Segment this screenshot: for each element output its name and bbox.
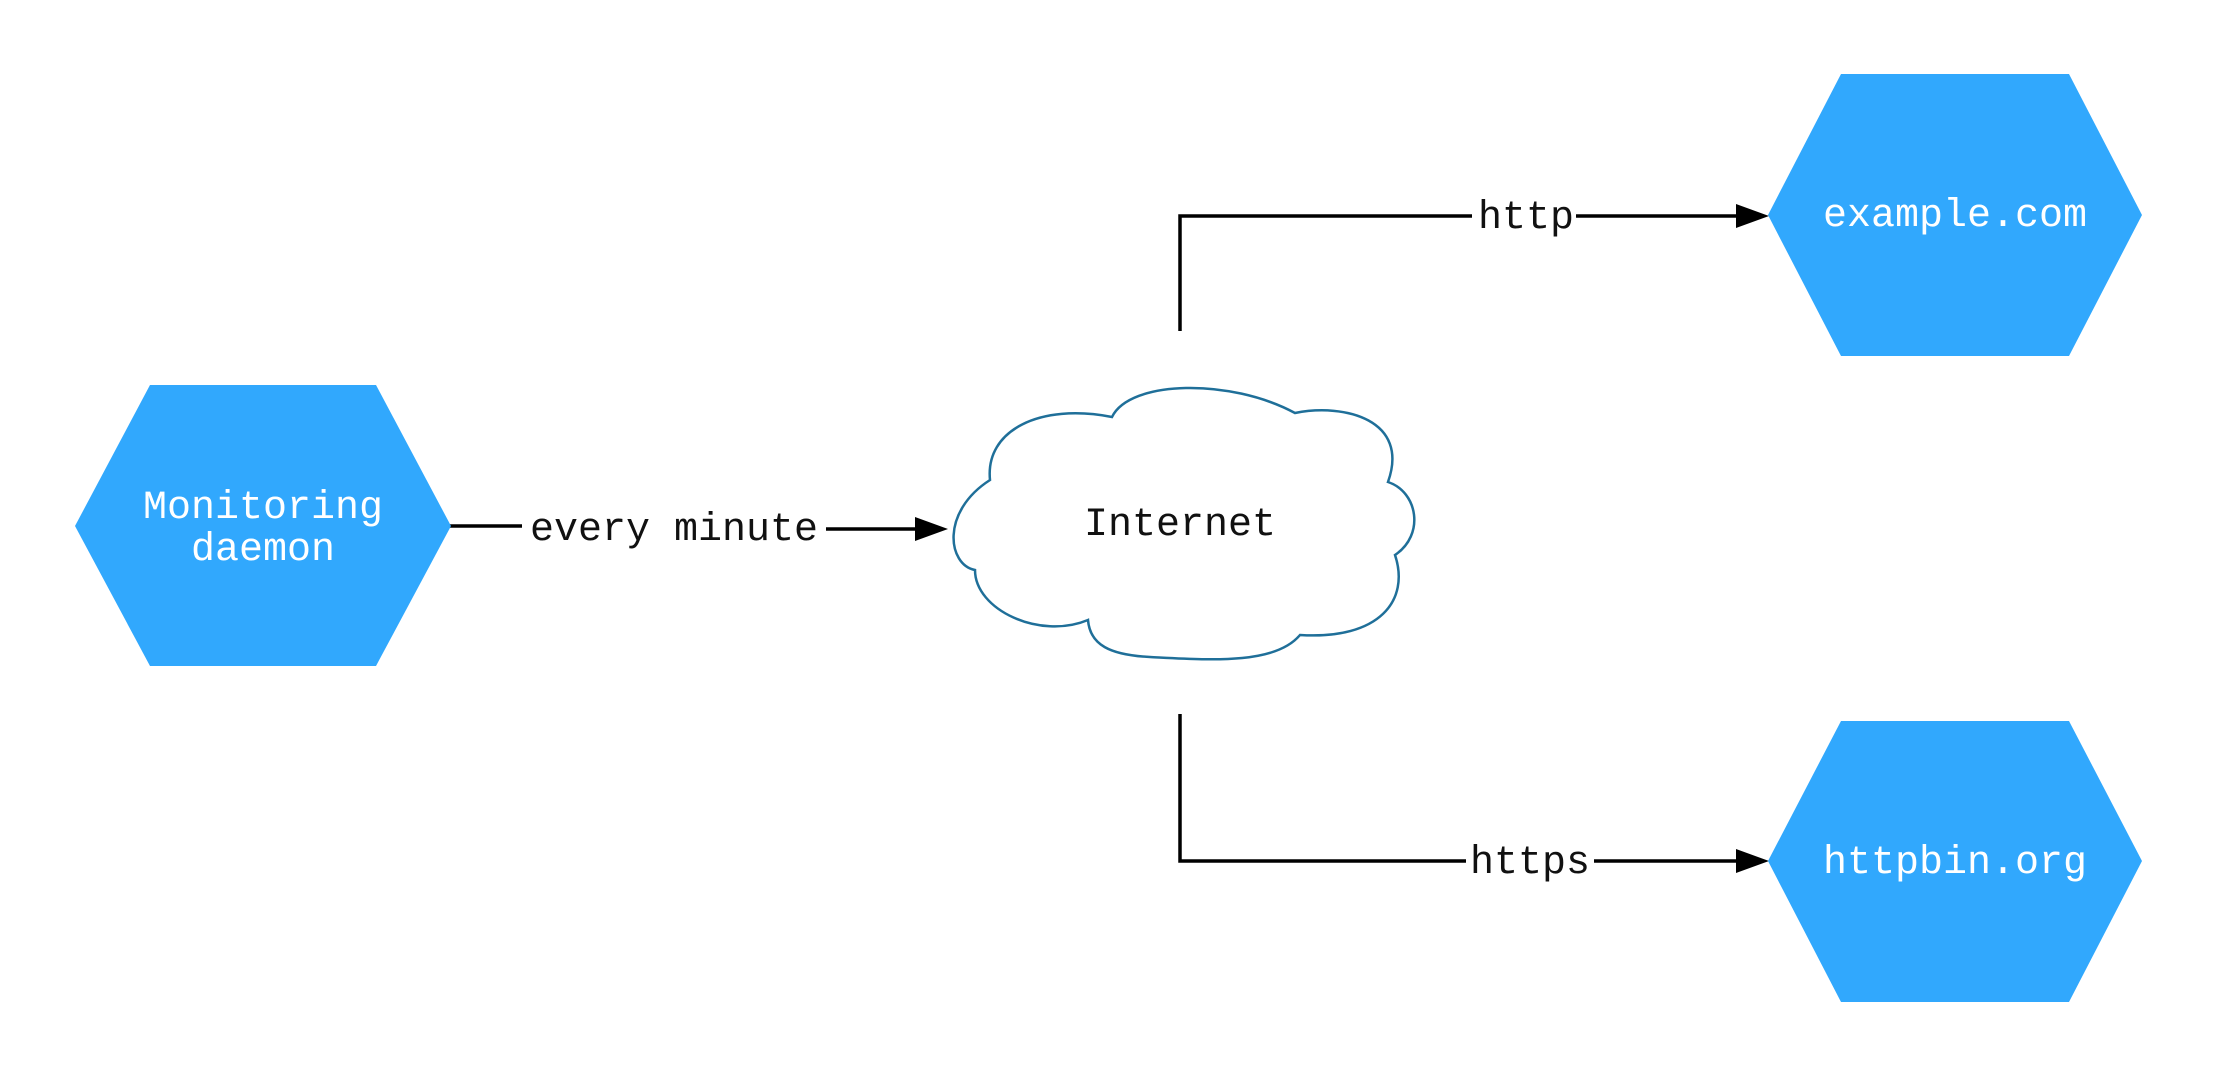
arrowhead-icon	[1736, 849, 1769, 873]
hexagon-shape	[1768, 721, 2142, 1002]
node-label-internet: Internet	[1084, 503, 1276, 548]
edge-line	[1178, 714, 1466, 863]
hexagon-shape	[1768, 74, 2142, 356]
edge-monitor-to-internet: every minute	[450, 508, 948, 553]
node-label-httpbin: httpbin.org	[1823, 841, 2087, 886]
node-monitoring-daemon: Monitoring daemon	[75, 385, 451, 666]
edge-line	[1178, 214, 1472, 331]
hexagon-shape	[75, 385, 451, 666]
edge-internet-to-httpbin: https	[1178, 714, 1769, 886]
cloud-icon	[952, 386, 1416, 661]
edge-label-https: https	[1470, 841, 1590, 886]
edge-internet-to-example: http	[1178, 196, 1769, 331]
arrowhead-icon	[1736, 204, 1769, 228]
node-label-line1: Monitoring	[143, 486, 383, 531]
node-internet: Internet	[952, 386, 1416, 661]
node-label-example: example.com	[1823, 194, 2087, 239]
edge-label-http: http	[1478, 196, 1574, 241]
edge-label-every-minute: every minute	[530, 508, 818, 553]
node-httpbin-org: httpbin.org	[1768, 721, 2142, 1002]
node-example-com: example.com	[1768, 74, 2142, 356]
arrowhead-icon	[915, 517, 948, 541]
node-label-line2: daemon	[191, 528, 335, 573]
